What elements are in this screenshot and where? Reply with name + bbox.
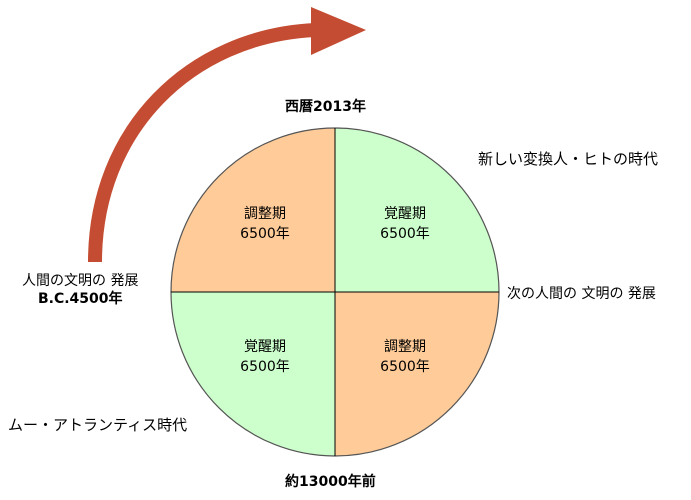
- quadrant-bottom-right: [335, 292, 499, 456]
- period-years: 6500年: [380, 359, 430, 375]
- quadrant-top-right: [335, 128, 499, 292]
- label-lower-left: ムー・アトランティス時代: [8, 416, 188, 434]
- quadrant-bottom-left-text: 覚醒期 6500年: [225, 337, 305, 377]
- label-left-line1: 人間の文明の 発展: [22, 273, 139, 289]
- period-name: 覚醒期: [244, 339, 286, 355]
- period-years: 6500年: [240, 226, 290, 242]
- quadrant-bottom-right-text: 調整期 6500年: [365, 337, 445, 377]
- progress-arrow: [88, 7, 366, 263]
- period-years: 6500年: [240, 359, 290, 375]
- period-name: 覚醒期: [384, 206, 426, 222]
- label-bottom: 約13000年前: [285, 474, 376, 490]
- quadrant-top-right-text: 覚醒期 6500年: [365, 204, 445, 244]
- quadrant-bottom-left: [171, 292, 335, 456]
- period-name: 調整期: [244, 206, 286, 222]
- label-left: 人間の文明の 発展 B.C.4500年: [22, 272, 138, 308]
- quadrant-top-left: [171, 128, 335, 292]
- period-name: 調整期: [384, 339, 426, 355]
- quadrant-top-left-text: 調整期 6500年: [225, 204, 305, 244]
- period-years: 6500年: [380, 226, 430, 242]
- label-left-line2: B.C.4500年: [37, 291, 123, 307]
- label-top: 西暦2013年: [285, 99, 366, 115]
- label-right: 次の人間の 文明の 発展: [507, 286, 656, 302]
- label-upper-right: 新しい変換人・ヒトの時代: [478, 150, 659, 168]
